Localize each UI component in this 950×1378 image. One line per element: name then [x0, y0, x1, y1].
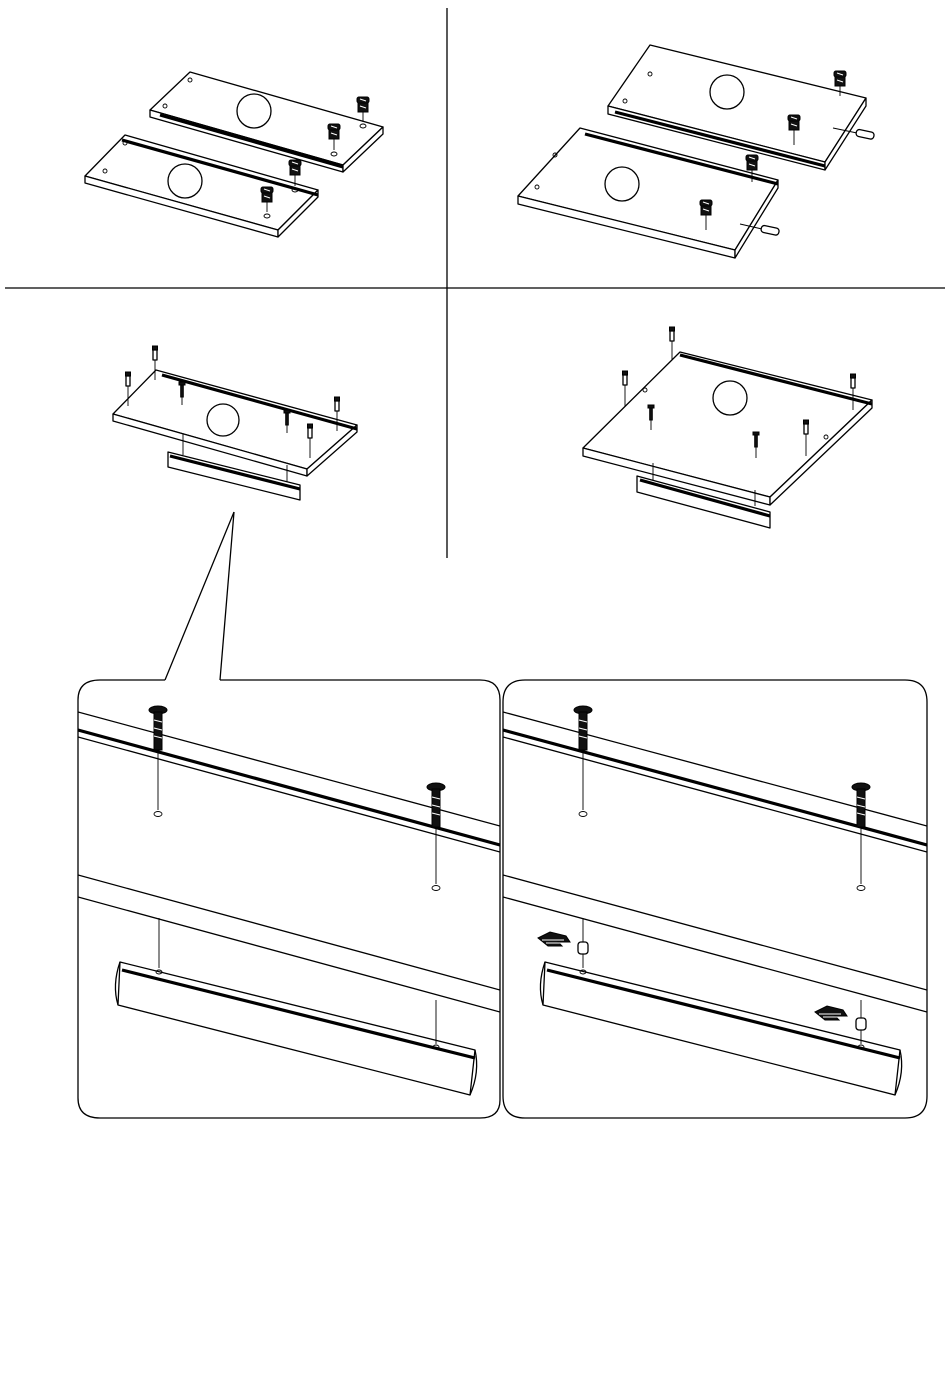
step-b: [518, 45, 875, 258]
hand-icon: [538, 932, 570, 946]
detail-left: [78, 680, 500, 1118]
step-c: [113, 346, 357, 680]
hand-icon: [815, 1006, 847, 1020]
step-a: [85, 72, 383, 237]
step-d: [583, 327, 872, 528]
detail-right: [503, 680, 927, 1118]
